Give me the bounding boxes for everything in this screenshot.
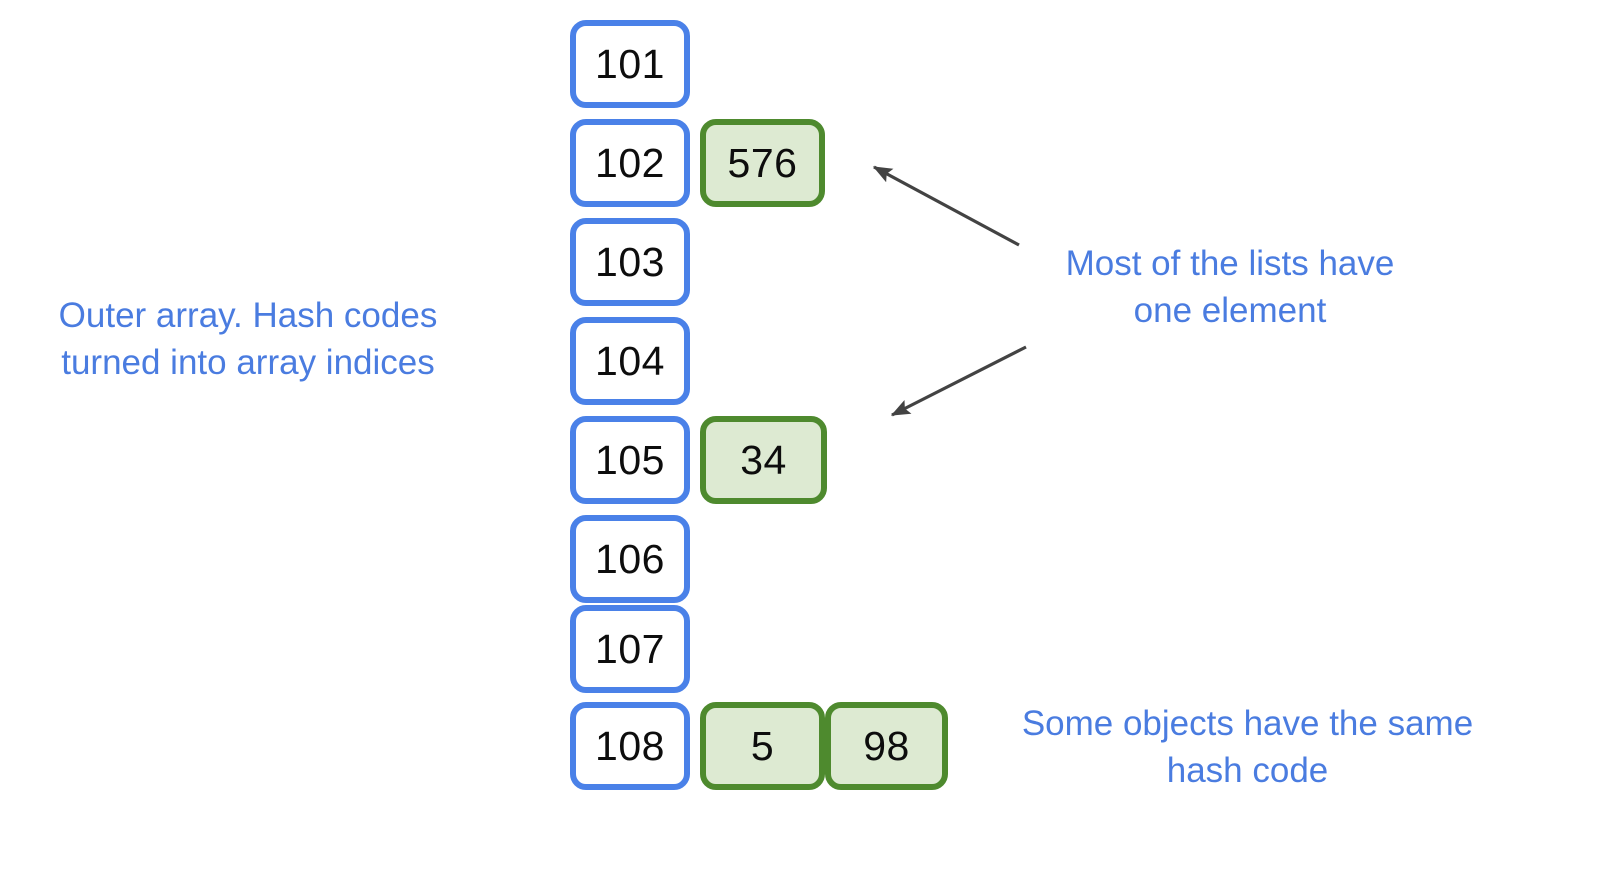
bucket-cell-102[interactable]: 102 [570,119,690,207]
annotation-outer-array: Outer array. Hash codes turned into arra… [58,296,438,383]
bucket-index-label: 107 [595,625,665,672]
bucket-cell-104[interactable]: 104 [570,317,690,405]
bucket-row[interactable]: 108 5 98 [570,702,948,790]
list-element-label: 98 [863,722,910,769]
bucket-index-label: 102 [595,139,665,186]
bucket-cell-107[interactable]: 107 [570,605,690,693]
bucket-cell-101[interactable]: 101 [570,20,690,108]
list-element-label: 5 [750,722,775,769]
bucket-index-label: 103 [595,238,665,285]
list-element-5[interactable]: 5 [700,702,825,790]
bucket-index-label: 104 [595,337,665,384]
annotation-single-element: Most of the lists have one element [1065,244,1395,331]
bucket-index-label: 106 [595,535,665,582]
bucket-cell-106[interactable]: 106 [570,515,690,603]
list-element-98[interactable]: 98 [825,702,948,790]
list-element-34[interactable]: 34 [700,416,827,504]
bucket-index-label: 105 [595,436,665,483]
bucket-index-label: 101 [595,40,665,87]
bucket-row[interactable]: 103 [570,218,690,306]
bucket-cell-105[interactable]: 105 [570,416,690,504]
bucket-row[interactable]: 104 [570,317,690,405]
bucket-cell-108[interactable]: 108 [570,702,690,790]
bucket-cell-103[interactable]: 103 [570,218,690,306]
list-element-576[interactable]: 576 [700,119,825,207]
bucket-row[interactable]: 105 34 [570,416,827,504]
arrow-to-34-line [890,345,1027,417]
list-element-label: 34 [740,436,787,483]
bucket-row[interactable]: 102 576 [570,119,825,207]
bucket-row[interactable]: 107 [570,605,690,693]
list-element-label: 576 [727,139,798,186]
bucket-row[interactable]: 106 [570,515,690,603]
bucket-row[interactable]: 101 [570,20,690,108]
arrow-to-576-line [872,165,1020,247]
bucket-index-label: 108 [595,722,665,769]
annotation-collision: Some objects have the same hash code [1021,704,1474,791]
